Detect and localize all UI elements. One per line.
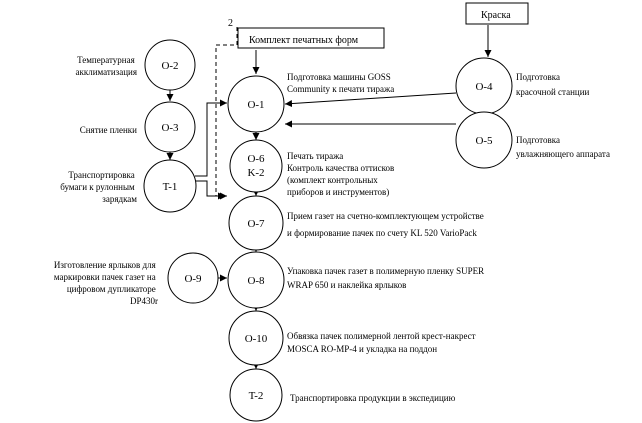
node-t2: T-2 bbox=[229, 368, 283, 422]
node-o6: O-6 K-2 bbox=[229, 139, 283, 193]
label-t2-line: Транспортировка продукции в экспедицию bbox=[290, 393, 456, 403]
node-o7-circle bbox=[228, 195, 284, 251]
node-o3-label: O-3 bbox=[161, 122, 179, 134]
dashed-return-line bbox=[215, 27, 238, 200]
node-o5: O-5 bbox=[455, 111, 513, 169]
label-o10: Обвязка пачек полимерной лентой крест-на… bbox=[287, 331, 478, 354]
node-o4: O-4 bbox=[455, 57, 513, 115]
label-o6-line: (комплект контрольных bbox=[287, 175, 378, 185]
node-o8-label: O-8 bbox=[247, 275, 265, 287]
label-t1-line: Транспортировка bbox=[68, 170, 134, 180]
label-o8-line: WRAP 650 и наклейка ярлыков bbox=[287, 280, 406, 290]
node-o4-label: O-4 bbox=[475, 81, 493, 93]
label-o3: Снятие пленки bbox=[80, 125, 137, 135]
edge-t1-o6 bbox=[195, 180, 227, 200]
node-o9-circle bbox=[167, 252, 219, 304]
node-t1-label: T-1 bbox=[163, 181, 178, 193]
label-o2-line: Температурная bbox=[77, 55, 135, 65]
label-o4-line: красочной станции bbox=[516, 87, 590, 97]
node-o7: O-7 bbox=[228, 195, 284, 251]
node-o10-label: O-10 bbox=[245, 333, 268, 345]
node-t2-circle bbox=[229, 368, 283, 422]
label-o9-line: Изготовление ярлыков для bbox=[54, 260, 156, 270]
node-o6-circle bbox=[229, 139, 283, 193]
label-o9-line: цифровом дупликаторе bbox=[67, 284, 156, 294]
node-o10: O-10 bbox=[228, 310, 284, 366]
marker-label: 2 bbox=[228, 18, 233, 29]
paint-box bbox=[465, 2, 529, 25]
label-o5-line: увлажняющего аппарата bbox=[516, 149, 610, 159]
paint-box-label: Краска bbox=[481, 10, 511, 21]
label-t2: Транспортировка продукции в экспедицию bbox=[290, 393, 456, 403]
node-o3: O-3 bbox=[144, 101, 196, 153]
label-o9-line: DP430r bbox=[130, 296, 158, 306]
node-o2-circle bbox=[144, 39, 196, 91]
node-o8: O-8 bbox=[227, 251, 285, 309]
label-o10-line: MOSCA RO-MP-4 и укладка на поддон bbox=[287, 344, 437, 354]
label-t1-line: бумаги к рулонным bbox=[60, 182, 135, 192]
label-o8-line: Упаковка пачек газет в полимерную пленку… bbox=[287, 266, 484, 276]
label-o4: Подготовка красочной станции bbox=[516, 72, 590, 97]
node-o1: O-1 bbox=[227, 75, 285, 133]
label-o8: Упаковка пачек газет в полимерную пленку… bbox=[287, 266, 486, 290]
node-k2-label: K-2 bbox=[247, 167, 264, 179]
label-o7-line: Прием газет на счетно-комплектующем устр… bbox=[287, 211, 484, 221]
label-o5-line: Подготовка bbox=[516, 135, 560, 145]
label-o7: Прием газет на счетно-комплектующем устр… bbox=[287, 211, 486, 238]
label-o7-line: и формирование пачек по счету KL 520 Var… bbox=[287, 228, 477, 238]
node-o9: O-9 bbox=[167, 252, 219, 304]
label-o5: Подготовка увлажняющего аппарата bbox=[516, 135, 610, 159]
node-o6-label: O-6 bbox=[247, 153, 265, 165]
label-o9-line: маркировки пачек газет на bbox=[54, 272, 156, 282]
label-o1: Подготовка машины GOSS Community к печат… bbox=[287, 72, 394, 94]
label-o10-line: Обвязка пачек полимерной лентой крест-на… bbox=[287, 331, 476, 341]
label-t1-line: зарядкам bbox=[102, 194, 137, 204]
node-o1-label: O-1 bbox=[247, 99, 264, 111]
forms-box bbox=[237, 27, 385, 49]
label-o3-line: Снятие пленки bbox=[80, 125, 137, 135]
node-o2: O-2 bbox=[144, 39, 196, 91]
node-o9-label: O-9 bbox=[184, 273, 202, 285]
label-o9: Изготовление ярлыков для маркировки паче… bbox=[54, 260, 158, 306]
edge-t1-o1 bbox=[195, 99, 227, 177]
node-o5-label: O-5 bbox=[475, 135, 493, 147]
node-o2-label: O-2 bbox=[161, 60, 178, 72]
node-t1-circle bbox=[143, 159, 197, 213]
label-o6-line: Печать тиража bbox=[287, 151, 343, 161]
label-o1-line: Community к печати тиража bbox=[287, 84, 394, 94]
node-t1: T-1 bbox=[143, 159, 197, 213]
forms-box-label: Комплект печатных форм bbox=[249, 35, 359, 46]
node-o8-circle bbox=[227, 251, 285, 309]
label-t1: Транспортировка бумаги к рулонным зарядк… bbox=[60, 170, 137, 204]
label-o4-line: Подготовка bbox=[516, 72, 560, 82]
label-o6-line: Контроль качества оттисков bbox=[287, 163, 394, 173]
label-o2: Температурная акклиматизация bbox=[75, 55, 137, 77]
label-o2-line: акклиматизация bbox=[75, 67, 137, 77]
edge-o4-o1 bbox=[284, 92, 457, 108]
node-t2-label: T-2 bbox=[249, 390, 264, 402]
node-o7-label: O-7 bbox=[247, 218, 265, 230]
label-o6-line: приборов и инструментов) bbox=[287, 187, 389, 197]
node-o1-circle bbox=[227, 75, 285, 133]
label-o1-line: Подготовка машины GOSS bbox=[287, 72, 391, 82]
node-o3-circle bbox=[144, 101, 196, 153]
node-o10-circle bbox=[228, 310, 284, 366]
node-o5-circle bbox=[455, 111, 513, 169]
label-o6: Печать тиража Контроль качества оттисков… bbox=[287, 151, 397, 197]
